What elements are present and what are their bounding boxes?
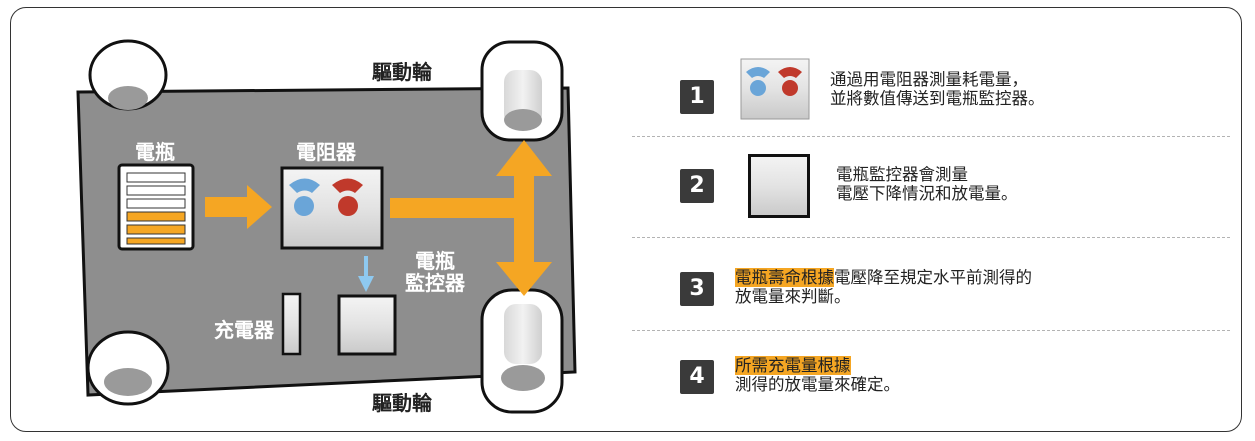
step-2-line1: 電瓶監控器會測量 xyxy=(836,165,968,184)
divider-2 xyxy=(632,237,1230,238)
step-1-line1: 通過用電阻器測量耗電量， xyxy=(830,70,1028,89)
step-3-number: 3 xyxy=(680,272,714,306)
arrow-resistor-to-monitor xyxy=(358,256,374,292)
monitor-label: 電瓶 監控器 xyxy=(405,250,465,294)
divider-1 xyxy=(632,136,1230,137)
charger-label: 充電器 xyxy=(214,318,274,342)
step-1-line2: 並將數值傳送到電瓶監控器。 xyxy=(830,89,1045,108)
step-3-highlight: 電瓶壽命根據 xyxy=(735,268,834,287)
wheel-label-bottom: 驅動輪 xyxy=(372,391,432,415)
monitor-label-line2: 監控器 xyxy=(405,271,465,295)
wheel-bottom-left xyxy=(86,330,170,406)
resistor-icon xyxy=(740,58,810,120)
step-1-text: 通過用電阻器測量耗電量， 並將數值傳送到電瓶監控器。 xyxy=(830,70,1045,108)
wheel-bottom-right xyxy=(480,288,564,414)
step-2-number: 2 xyxy=(680,169,714,203)
wheel-top-left xyxy=(88,39,168,111)
step-4-line2: 測得的放電量來確定。 xyxy=(735,375,900,394)
vehicle-diagram xyxy=(76,39,577,414)
battery-icon xyxy=(117,163,195,251)
step-2-line2: 電壓下降情況和放電量。 xyxy=(836,184,1018,203)
divider-3 xyxy=(632,330,1230,331)
flow-arrow-battery-to-resistor xyxy=(205,185,272,229)
battery-label: 電瓶 xyxy=(135,140,175,164)
step-3-line1: 電壓降至規定水平前測得的 xyxy=(834,268,1032,287)
monitor-label-line1: 電瓶 xyxy=(415,249,455,273)
step-3-line2: 放電量來判斷。 xyxy=(735,287,851,306)
step-2-text: 電瓶監控器會測量 電壓下降情況和放電量。 xyxy=(836,165,1018,203)
flow-arrow-resistor-to-wheels xyxy=(390,140,552,296)
resistor-icon xyxy=(280,166,384,250)
step-4-highlight: 所需充電量根據 xyxy=(735,356,851,375)
resistor-label: 電阻器 xyxy=(296,140,356,164)
step-4-text: 所需充電量根據 測得的放電量來確定。 xyxy=(735,356,900,394)
battery-monitor-icon xyxy=(337,294,397,356)
step-3-text: 電瓶壽命根據電壓降至規定水平前測得的 放電量來判斷。 xyxy=(735,268,1032,306)
wheel-label-top: 驅動輪 xyxy=(372,60,432,84)
wheel-top-right xyxy=(480,40,564,142)
charger-icon xyxy=(281,292,302,356)
step-1-number: 1 xyxy=(680,80,714,114)
battery-monitor-icon xyxy=(748,154,810,218)
step-4-number: 4 xyxy=(680,360,714,394)
